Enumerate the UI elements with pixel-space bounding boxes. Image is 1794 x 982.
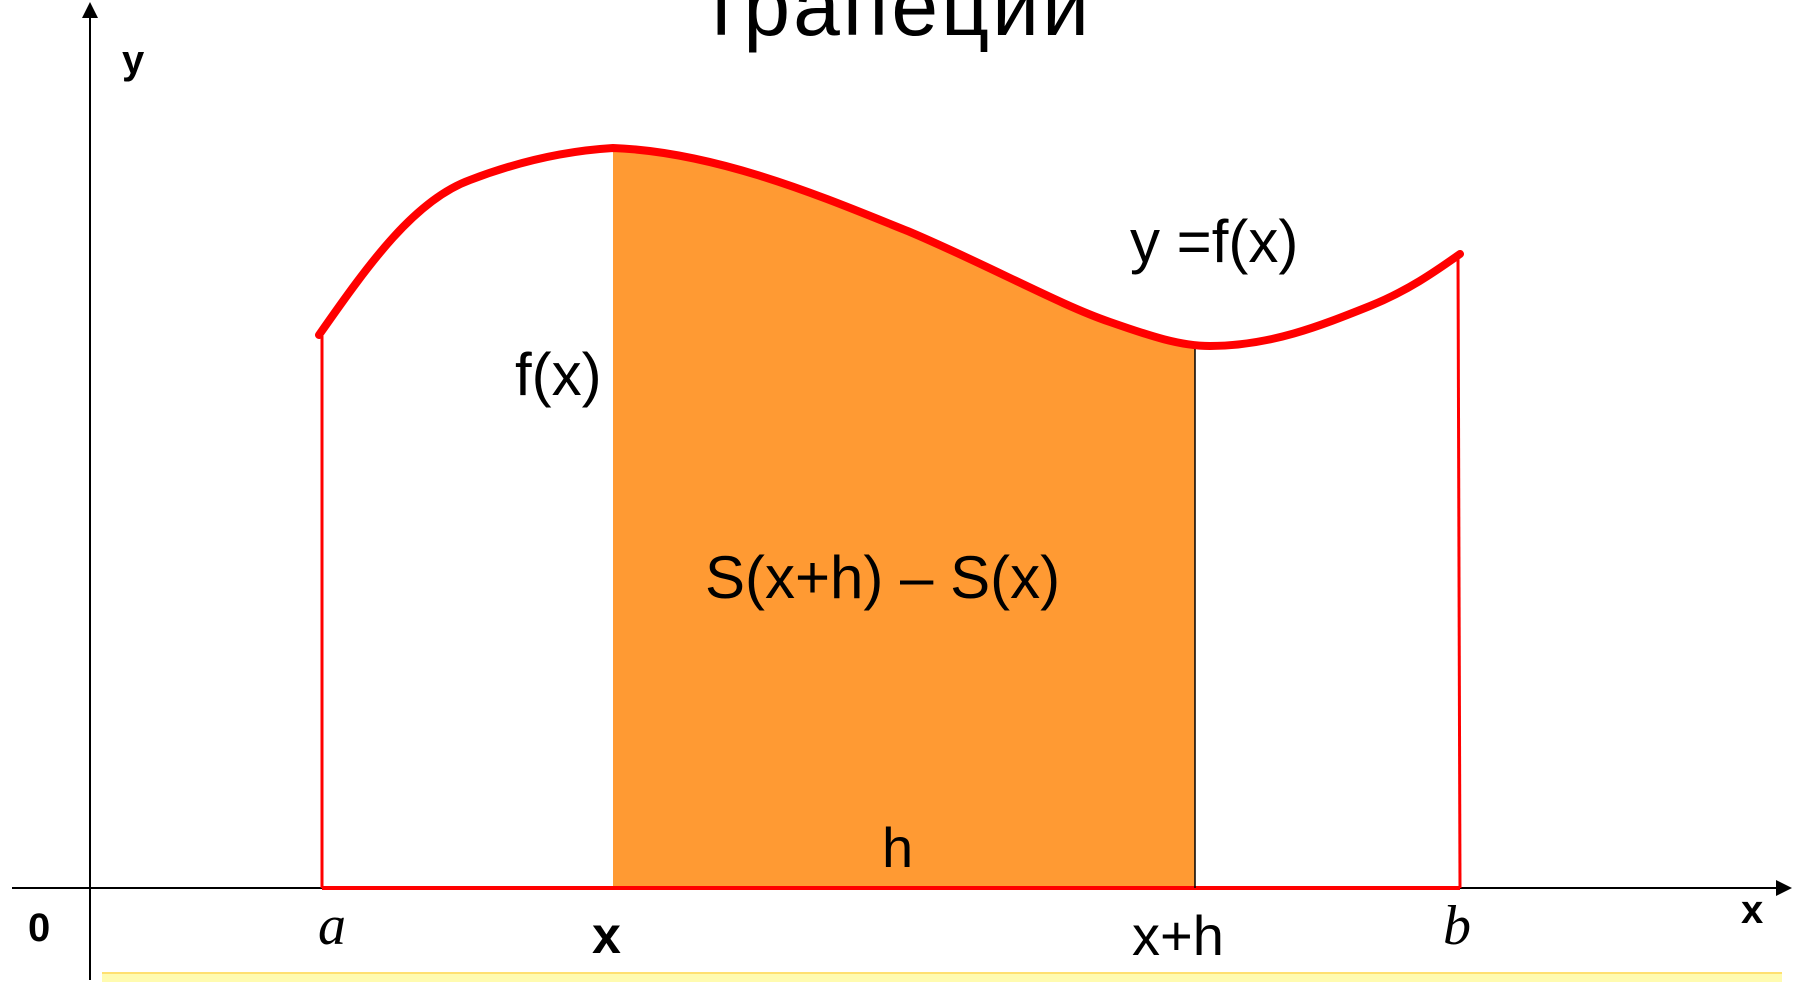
function-label: y =f(x): [1130, 208, 1299, 275]
tick-label-x-plus-h: x+h: [1132, 904, 1224, 967]
yellow-band: [102, 972, 1782, 982]
area-difference-label: S(x+h) – S(x): [705, 544, 1061, 611]
y-axis-label: y: [122, 38, 145, 82]
boundary-line-b: [1456, 253, 1462, 889]
tick-label-x: x: [592, 907, 621, 965]
function-curve: [315, 144, 1464, 350]
height-label-fx: f(x): [515, 341, 602, 408]
origin-label: 0: [28, 906, 51, 950]
tick-label-a: a: [318, 895, 346, 957]
shaded-region: [613, 148, 1195, 888]
x-axis-label: x: [1741, 888, 1764, 932]
page-title: трапеции: [701, 0, 1093, 53]
tick-label-b: b: [1443, 895, 1471, 957]
width-label-h: h: [882, 816, 914, 879]
